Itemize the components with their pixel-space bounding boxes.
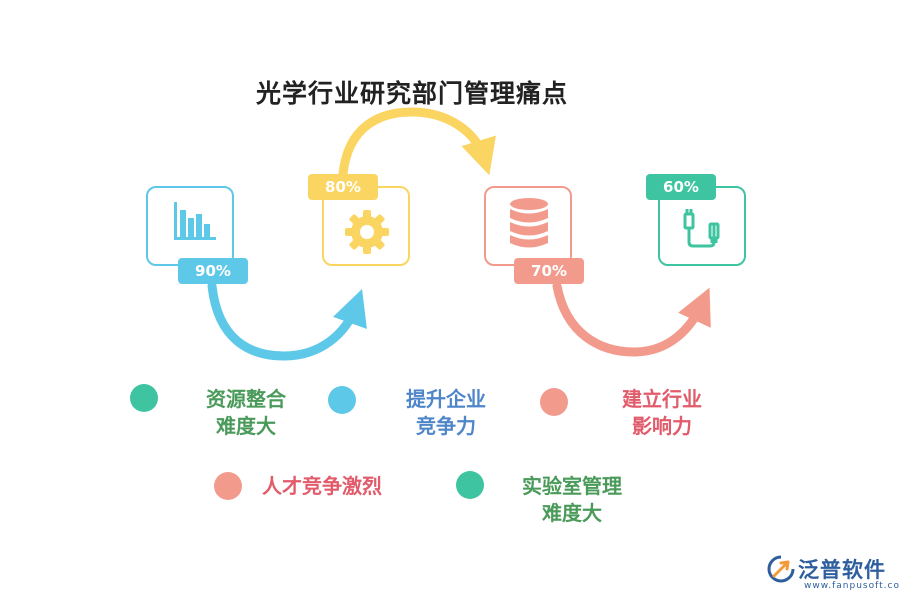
legend-text-3: 建立行业 影响力 xyxy=(622,387,702,438)
gear-icon xyxy=(345,210,389,254)
badge-card-1: 90% xyxy=(178,258,248,284)
arrow-blue xyxy=(207,281,367,361)
legend-text-5: 实验室管理 难度大 xyxy=(522,474,622,525)
fanpu-logo-icon xyxy=(767,555,795,583)
legend-dot-2 xyxy=(328,386,356,414)
legend-text-1: 资源整合 难度大 xyxy=(206,387,286,438)
legend-text-4: 人才竞争激烈 xyxy=(262,474,382,498)
card-database xyxy=(484,186,572,266)
legend-dot-4 xyxy=(214,472,242,500)
arrow-red xyxy=(552,281,711,357)
card-bar-chart xyxy=(146,186,234,266)
legend-dot-1 xyxy=(130,384,158,412)
page-title: 光学行业研究部门管理痛点 xyxy=(256,79,569,108)
database-icon xyxy=(510,198,548,248)
badge-card-4: 60% xyxy=(646,174,716,200)
arrow-yellow xyxy=(338,107,496,179)
legend-text-2: 提升企业 竞争力 xyxy=(406,387,486,438)
badge-card-3: 70% xyxy=(514,258,584,284)
bar-chart-icon xyxy=(174,202,216,240)
legend-dot-5 xyxy=(456,471,484,499)
logo-url: www.fanpusoft.com xyxy=(804,581,900,591)
legend-dot-3 xyxy=(540,388,568,416)
logo-name: 泛普软件 xyxy=(798,558,886,582)
badge-card-2: 80% xyxy=(308,174,378,200)
usb-cable-icon xyxy=(683,209,720,248)
